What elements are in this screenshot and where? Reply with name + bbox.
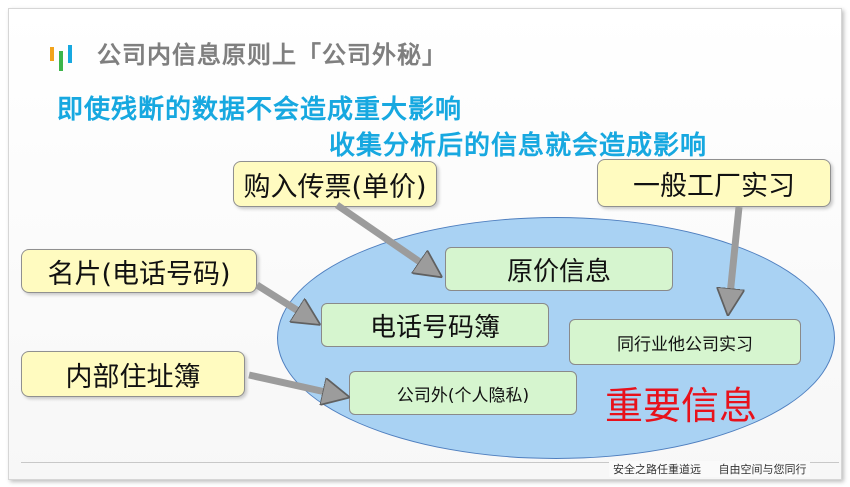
source-business-card: 名片(电话号码) (21, 249, 257, 293)
info-phonebook: 电话号码簿 (321, 303, 549, 347)
info-cost-price: 原价信息 (445, 247, 673, 291)
arrow-card-to-phonebook (255, 282, 311, 319)
arrow-address-to-private (248, 371, 339, 395)
footer-divider (21, 462, 839, 463)
logo-bars-icon (50, 45, 72, 71)
footer-slogan: 安全之路任重道远 自由空间与您同行 (609, 461, 811, 477)
source-purchase-slip: 购入传票(单价) (233, 161, 437, 207)
info-private: 公司外(个人隐私) (349, 371, 577, 415)
slide: 公司内信息原则上「公司外秘」 即使残断的数据不会造成重大影响 收集分析后的信息就… (8, 8, 842, 480)
source-factory-tour: 一般工厂实习 (597, 159, 831, 207)
arrows (248, 202, 841, 479)
headline-2: 收集分析后的信息就会造成影响 (329, 131, 708, 161)
arrow-purchase-to-cost (335, 202, 433, 271)
source-internal-address-book: 内部住址簿 (21, 351, 245, 397)
footer-slogan-2: 自由空间与您同行 (718, 463, 807, 476)
arrow-tour-to-peer (729, 206, 739, 305)
footer-slogan-1: 安全之路任重道远 (613, 463, 701, 476)
headline-1: 即使残断的数据不会造成重大影响 (57, 95, 463, 125)
slide-title: 公司内信息原则上「公司外秘」 (97, 41, 447, 69)
important-info-label: 重要信息 (605, 384, 758, 428)
info-peer-company-tour: 同行业他公司实习 (569, 319, 801, 365)
